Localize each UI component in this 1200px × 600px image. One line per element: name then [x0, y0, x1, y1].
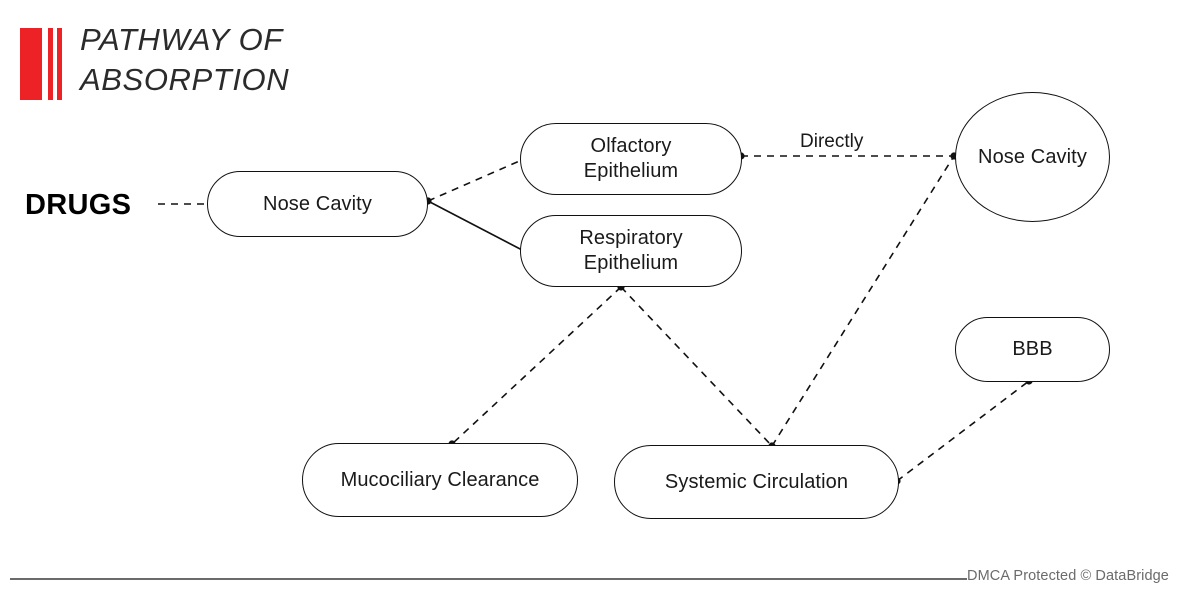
edge-systemic-to-bbb: [896, 380, 1030, 482]
edge-respiratory-to-systemic: [620, 286, 773, 447]
edge-nose-to-olfactory: [427, 158, 525, 202]
node-nose-cavity-right[interactable]: Nose Cavity: [955, 92, 1110, 222]
page-header: PATHWAY OF ABSORPTION: [0, 0, 1200, 120]
edge-nose-to-respiratory: [427, 200, 525, 252]
node-label: BBB: [1012, 338, 1053, 360]
brand-logo-icon: [20, 28, 62, 100]
drugs-entry-label: DRUGS: [25, 189, 132, 221]
node-mucociliary-clearance[interactable]: Mucociliary Clearance: [302, 443, 578, 517]
page-title: PATHWAY OF ABSORPTION: [80, 20, 600, 100]
node-label: Systemic Circulation: [664, 470, 849, 493]
node-nose-cavity-left[interactable]: Nose Cavity: [207, 171, 428, 237]
node-bbb[interactable]: BBB: [955, 317, 1110, 382]
logo-bar-thin-1: [48, 28, 53, 100]
node-systemic-circulation[interactable]: Systemic Circulation: [614, 445, 899, 519]
logo-bar-thin-2: [57, 28, 62, 100]
page-title-line-2: ABSORPTION: [80, 62, 290, 97]
edge-label-directly: Directly: [800, 131, 864, 152]
logo-bar-thick: [20, 28, 42, 100]
node-label: Mucociliary Clearance: [340, 468, 540, 491]
footer-copyright: DMCA Protected © DataBridge: [967, 568, 1169, 584]
edge-systemic-to-nose-cavity-right: [771, 155, 955, 447]
page-title-line-1: PATHWAY OF: [80, 22, 283, 57]
node-label: Nose Cavity: [263, 192, 372, 215]
footer-divider: [10, 578, 967, 580]
edge-respiratory-to-mucociliary: [451, 286, 622, 445]
node-label: Nose Cavity: [978, 145, 1087, 168]
